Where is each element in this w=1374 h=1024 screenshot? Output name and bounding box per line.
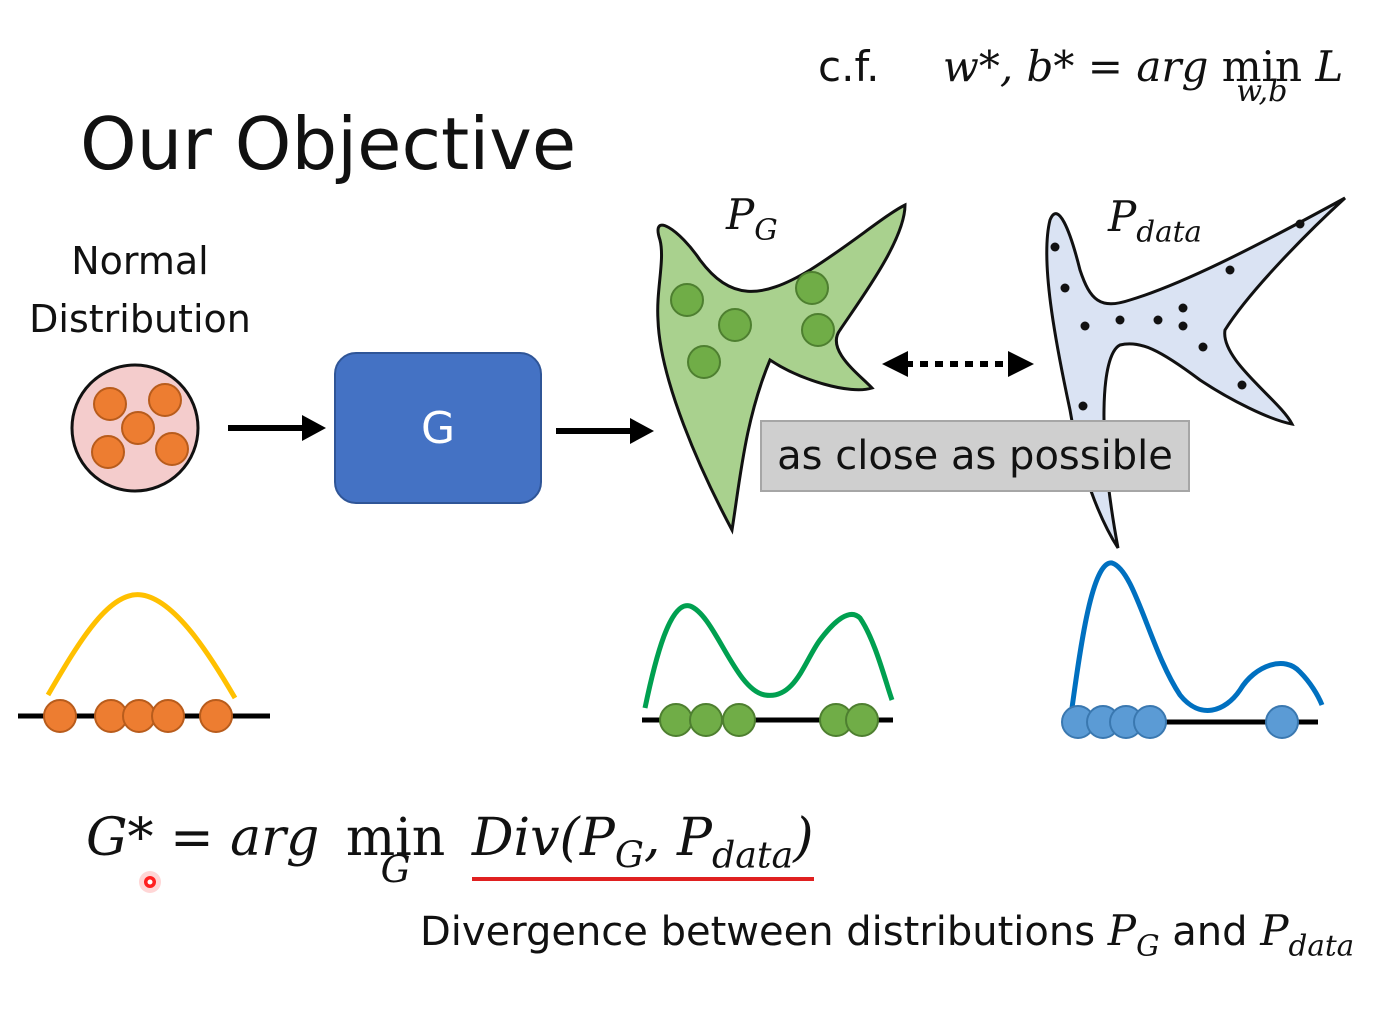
normal-1d-distribution — [18, 592, 270, 733]
objective-div-sub1: G — [614, 833, 644, 877]
objective-arg: arg — [230, 808, 320, 868]
pg-label-main: P — [726, 190, 755, 239]
normal-label-line1: Normal — [71, 239, 209, 283]
objective-lhs: G* = — [86, 808, 214, 868]
close-as-possible-box: as close as possible — [760, 420, 1190, 492]
caption-pg: PG — [1107, 906, 1160, 962]
pdata-label: Pdata — [1108, 192, 1202, 248]
divergence-caption: Divergence between distributions PG and … — [420, 906, 1354, 962]
generator-box: G — [334, 352, 542, 504]
caption-and: and — [1172, 909, 1248, 955]
pdata-shape — [1045, 196, 1347, 549]
pg-shape — [656, 202, 907, 535]
generator-label: G — [420, 402, 456, 454]
objective-div: Div(P — [471, 808, 615, 868]
dotted-double-arrow — [882, 351, 1034, 377]
cf-arg: arg — [1136, 42, 1209, 91]
arrow-to-generator — [228, 415, 326, 441]
caption-p2: P — [1260, 906, 1289, 955]
pdata-label-main: P — [1108, 192, 1137, 241]
slide-title: Our Objective — [80, 102, 577, 186]
pg-label: PG — [726, 190, 778, 246]
pdata-1d-distribution — [1061, 560, 1325, 739]
close-text: as close as possible — [777, 433, 1173, 479]
objective-div-end: ) — [793, 808, 814, 868]
normal-label-line2: Distribution — [29, 297, 251, 341]
objective-min: min — [345, 808, 446, 868]
cf-prefix: c.f. — [818, 42, 880, 91]
cf-min: min — [1221, 42, 1303, 91]
objective-div-mid: , P — [643, 808, 712, 868]
divergence-term: Div(PG, Pdata) — [471, 808, 814, 881]
caption-text: Divergence between distributions — [420, 909, 1096, 955]
caption-pdata: Pdata — [1260, 906, 1354, 962]
caption-p1-sub: G — [1136, 928, 1160, 963]
normal-distribution-label: Normal Distribution — [20, 232, 260, 348]
objective-formula: G* = arg min G Div(PG, Pdata) — [86, 808, 814, 891]
cf-lhs: w*, b* = — [942, 42, 1123, 91]
cf-min-operator: min w,b — [1221, 42, 1303, 109]
normal-sample-circle — [70, 363, 200, 493]
objective-div-sub2: data — [711, 833, 794, 877]
cursor-marker — [139, 871, 161, 893]
objective-min-operator: min G — [345, 808, 446, 891]
arrow-to-pg — [556, 418, 654, 444]
cf-formula: c.f. w*, b* = arg min w,b L — [818, 42, 1344, 109]
pdata-label-sub: data — [1136, 214, 1202, 249]
cf-rhs: L — [1315, 42, 1344, 91]
cf-min-subscript: w,b — [1236, 73, 1288, 109]
caption-p1: P — [1107, 906, 1137, 955]
pg-label-sub: G — [754, 212, 778, 247]
objective-min-subscript: G — [380, 847, 411, 892]
caption-p2-sub: data — [1288, 928, 1355, 963]
pg-1d-distribution — [642, 603, 895, 737]
